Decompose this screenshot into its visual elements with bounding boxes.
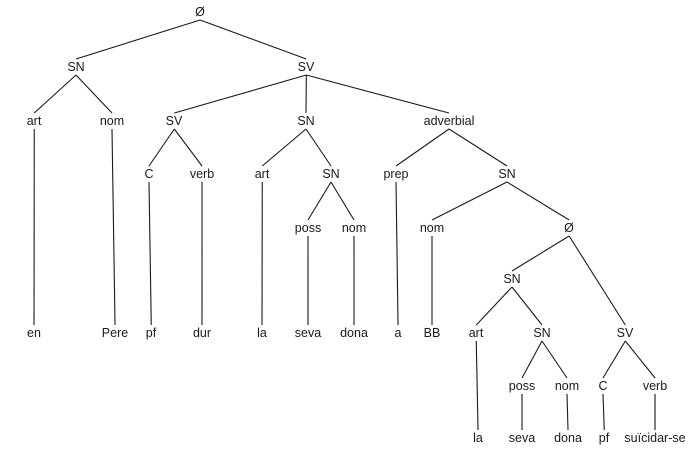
- edge-sn4-nom3: [431, 181, 508, 221]
- edge-c2-w_pf2: [602, 393, 605, 431]
- edge-root-sv_top: [199, 19, 307, 60]
- edge-sv2-c1: [148, 128, 175, 167]
- edge-prep-w_a: [395, 181, 399, 326]
- edge-art3-w_la2: [475, 340, 479, 431]
- node-sv-top: SV: [298, 60, 315, 74]
- leaf-la2: la: [473, 431, 483, 445]
- edge-adverbial-prep: [395, 128, 450, 167]
- node-c1: C: [144, 167, 153, 181]
- edge-sn2-art2: [261, 128, 307, 167]
- node-verb2: verb: [643, 379, 667, 393]
- edge-nom4-w_dona2: [566, 393, 569, 431]
- edge-root-sn1: [75, 19, 201, 60]
- leaf-pere: Pere: [102, 326, 128, 340]
- node-prep: prep: [383, 167, 408, 181]
- tree-leaves: en Pere pf dur la seva dona a BB la seva…: [27, 326, 686, 445]
- leaf-bb: BB: [424, 326, 441, 340]
- leaf-suicidar-se: suïcidar-se: [624, 431, 685, 445]
- leaf-pf1: pf: [146, 326, 157, 340]
- leaf-en: en: [27, 326, 41, 340]
- node-nom4: nom: [555, 379, 579, 393]
- leaf-dona2: dona: [554, 431, 582, 445]
- leaf-seva1: seva: [295, 326, 321, 340]
- leaf-pf2: pf: [599, 431, 610, 445]
- node-sn6: SN: [533, 326, 550, 340]
- edge-c1-w_pf1: [148, 181, 152, 326]
- edge-sn5-sn6: [511, 286, 543, 326]
- node-sv2: SV: [166, 114, 183, 128]
- edge-sn3-nom2: [330, 181, 355, 221]
- node-poss1: poss: [295, 221, 321, 235]
- edge-sv_top-adverbial: [306, 74, 450, 114]
- edge-sn6-nom4: [541, 340, 568, 379]
- edge-null2-sv3: [568, 235, 626, 326]
- leaf-la1: la: [257, 326, 267, 340]
- node-art2: art: [255, 167, 270, 181]
- leaf-dur: dur: [193, 326, 211, 340]
- node-sn2: SN: [297, 114, 314, 128]
- leaf-seva2: seva: [509, 431, 535, 445]
- node-nom1: nom: [100, 114, 124, 128]
- edge-sn5-art3: [475, 286, 513, 326]
- node-null2: Ø: [564, 221, 574, 235]
- edge-sv3-verb2: [624, 340, 656, 379]
- edge-sn1-nom1: [75, 74, 113, 114]
- node-art1: art: [27, 114, 42, 128]
- edge-nom1-w_pere: [111, 128, 116, 326]
- edge-sn1-art1: [33, 74, 77, 114]
- edge-sn6-poss2: [521, 340, 543, 379]
- node-verb1: verb: [190, 167, 214, 181]
- node-nom3: nom: [420, 221, 444, 235]
- edge-null2-sn5: [511, 235, 570, 272]
- node-root: Ø: [195, 5, 205, 19]
- tree-nodes: Ø SN SV art nom SV SN adverbial C verb a…: [27, 5, 667, 393]
- node-sn4: SN: [498, 167, 515, 181]
- edge-sn4-null2: [506, 181, 570, 221]
- edge-sv3-c2: [602, 340, 626, 379]
- tree-edges: [33, 19, 656, 431]
- node-poss2: poss: [509, 379, 535, 393]
- node-sn3: SN: [322, 167, 339, 181]
- edge-adverbial-sn4: [448, 128, 508, 167]
- edge-sv_top-sv2: [174, 74, 307, 114]
- node-sn1: SN: [67, 60, 84, 74]
- leaf-a: a: [395, 326, 402, 340]
- node-nom2: nom: [342, 221, 366, 235]
- node-adverbial: adverbial: [424, 114, 475, 128]
- edge-sv2-verb1: [173, 128, 203, 167]
- node-sn5: SN: [503, 272, 520, 286]
- edge-sn3-poss1: [307, 181, 332, 221]
- leaf-dona1: dona: [340, 326, 368, 340]
- node-c2: C: [598, 379, 607, 393]
- node-art3: art: [469, 326, 484, 340]
- node-sv3: SV: [617, 326, 634, 340]
- edge-sn2-sn3: [305, 128, 332, 167]
